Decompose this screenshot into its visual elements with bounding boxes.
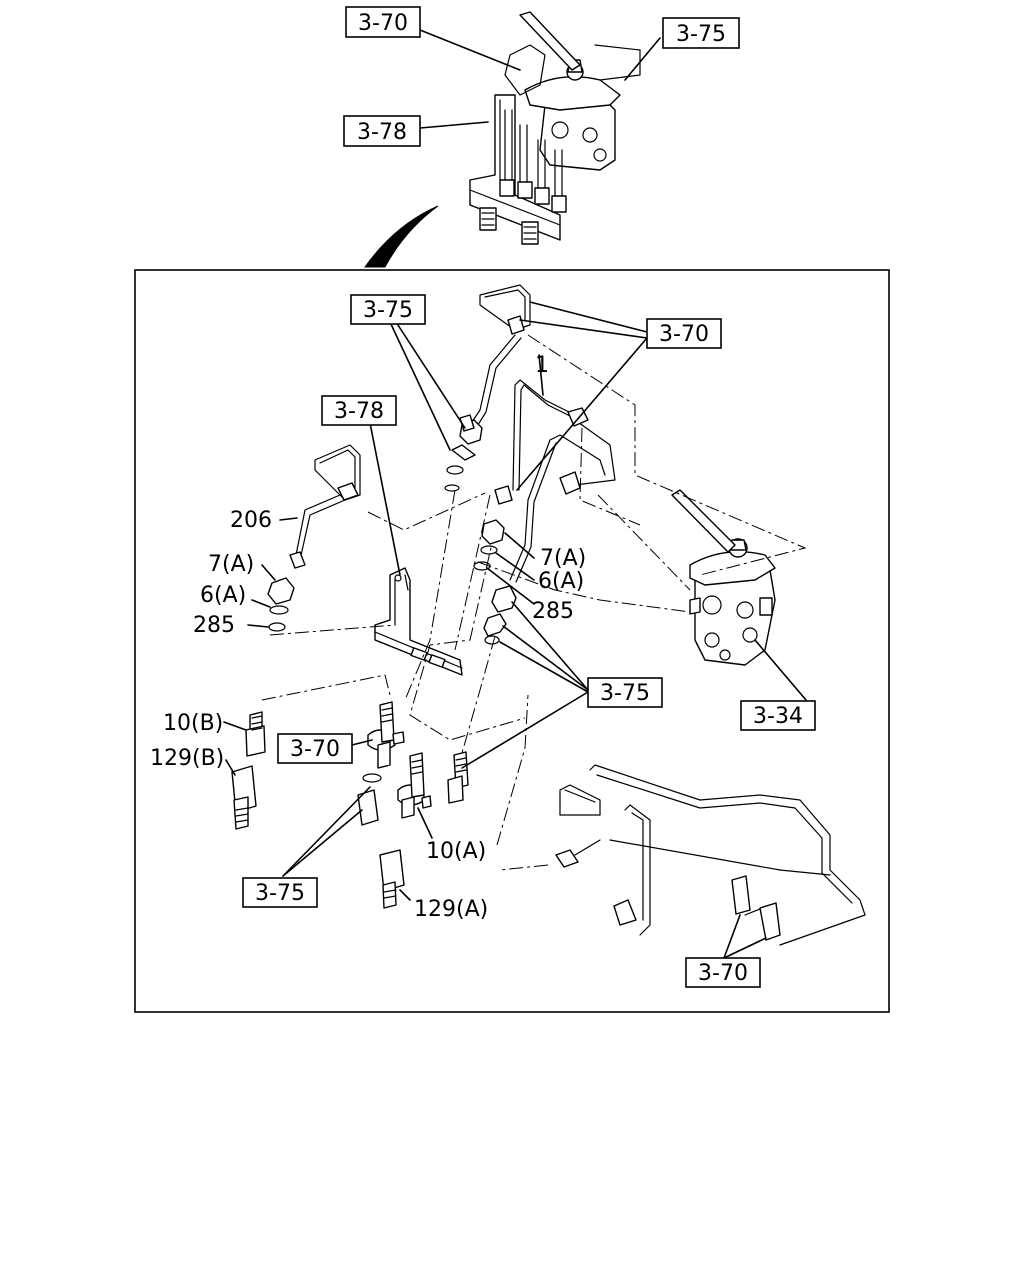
svg-text:3-75: 3-75 bbox=[600, 681, 650, 706]
ref-box-top-3-70: 3-70 bbox=[345, 6, 421, 38]
part-number-285-left: 285 bbox=[193, 613, 235, 638]
ref-box-main-3-78: 3-78 bbox=[321, 395, 397, 426]
small-parts bbox=[267, 315, 589, 645]
part-number-1: 1 bbox=[535, 353, 549, 378]
ref-box-main-3-70-b: 3-70 bbox=[277, 733, 353, 764]
part-number-7a-left: 7(A) bbox=[208, 552, 254, 577]
svg-text:3-70: 3-70 bbox=[358, 11, 408, 36]
ref-box-main-3-75-c: 3-75 bbox=[242, 877, 318, 908]
part-number-129b: 129(B) bbox=[150, 746, 224, 771]
part-number-6a-left: 6(A) bbox=[200, 583, 246, 608]
svg-text:3-75: 3-75 bbox=[363, 298, 413, 323]
part-number-10b: 10(B) bbox=[163, 711, 223, 736]
svg-text:3-34: 3-34 bbox=[753, 704, 803, 729]
detail-frame bbox=[134, 269, 890, 1013]
part-number-206: 206 bbox=[230, 508, 272, 533]
part-number-6a-right: 6(A) bbox=[538, 569, 584, 594]
bracket bbox=[374, 567, 463, 676]
ref-box-main-3-34: 3-34 bbox=[740, 700, 816, 731]
svg-text:3-78: 3-78 bbox=[357, 120, 407, 145]
part-number-10a: 10(A) bbox=[426, 839, 486, 864]
svg-text:3-70: 3-70 bbox=[659, 322, 709, 347]
svg-text:3-70: 3-70 bbox=[290, 737, 340, 762]
leader-lines bbox=[223, 301, 807, 959]
part-number-285-right: 285 bbox=[532, 599, 574, 624]
svg-text:3-70: 3-70 bbox=[698, 961, 748, 986]
svg-text:3-75: 3-75 bbox=[676, 22, 726, 47]
ref-box-main-3-70-a: 3-70 bbox=[646, 318, 722, 349]
ref-box-main-3-70-c: 3-70 bbox=[685, 957, 761, 988]
pipes bbox=[294, 284, 866, 946]
ref-box-main-3-75-b: 3-75 bbox=[587, 677, 663, 708]
overview-leaders bbox=[419, 29, 661, 129]
connection-lines bbox=[261, 334, 807, 871]
ref-box-top-3-78: 3-78 bbox=[343, 115, 421, 147]
overview-assembly bbox=[469, 11, 641, 245]
valve-assembly bbox=[671, 489, 776, 666]
svg-text:3-75: 3-75 bbox=[255, 881, 305, 906]
zoom-arrow bbox=[364, 205, 439, 268]
part-number-7a-right: 7(A) bbox=[540, 546, 586, 571]
ref-box-top-3-75: 3-75 bbox=[662, 17, 740, 49]
svg-text:3-78: 3-78 bbox=[334, 399, 384, 424]
part-number-129a: 129(A) bbox=[414, 897, 488, 922]
unions-and-tees bbox=[231, 701, 781, 941]
ref-box-main-3-75-a: 3-75 bbox=[350, 294, 426, 325]
